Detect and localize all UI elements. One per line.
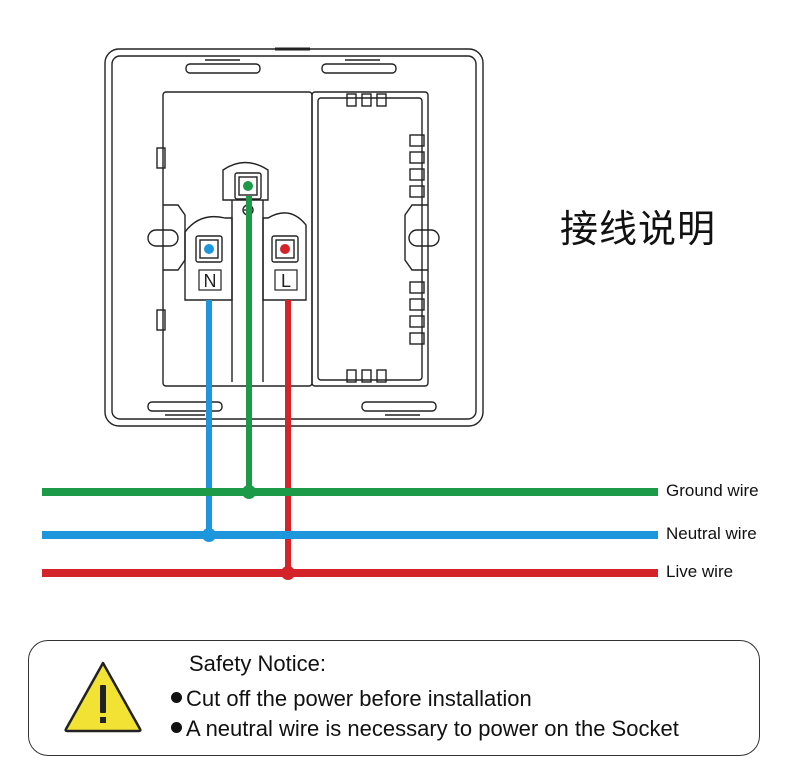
neutral-wire-label: Neutral wire [666, 524, 757, 543]
live-terminal-dot [280, 244, 290, 254]
terminal-label-neutral: N [204, 271, 217, 291]
bullet-icon [171, 692, 182, 703]
notice-item: Cut off the power before installation [171, 686, 532, 712]
bullet-icon [171, 722, 182, 733]
ground-wire-label: Ground wire [666, 481, 759, 500]
neutral-junction [202, 528, 216, 542]
terminal-label-live: L [281, 271, 291, 291]
safety-notice-box: Safety Notice: Cut off the power before … [28, 640, 760, 756]
socket-back-panel [104, 47, 484, 427]
notice-item-text: Cut off the power before installation [186, 686, 532, 711]
page-title: 接线说明 [560, 207, 717, 251]
warning-triangle-icon [64, 661, 142, 733]
notice-item-text: A neutral wire is necessary to power on … [186, 716, 679, 741]
safety-notice-title: Safety Notice: [189, 651, 326, 676]
ground-terminal-dot [243, 181, 253, 191]
wiring-diagram: N L [42, 47, 658, 580]
live-wire-label: Live wire [666, 562, 734, 581]
ground-junction [242, 485, 256, 499]
live-junction [281, 566, 295, 580]
notice-item: A neutral wire is necessary to power on … [171, 716, 679, 742]
neutral-terminal-dot [204, 244, 214, 254]
